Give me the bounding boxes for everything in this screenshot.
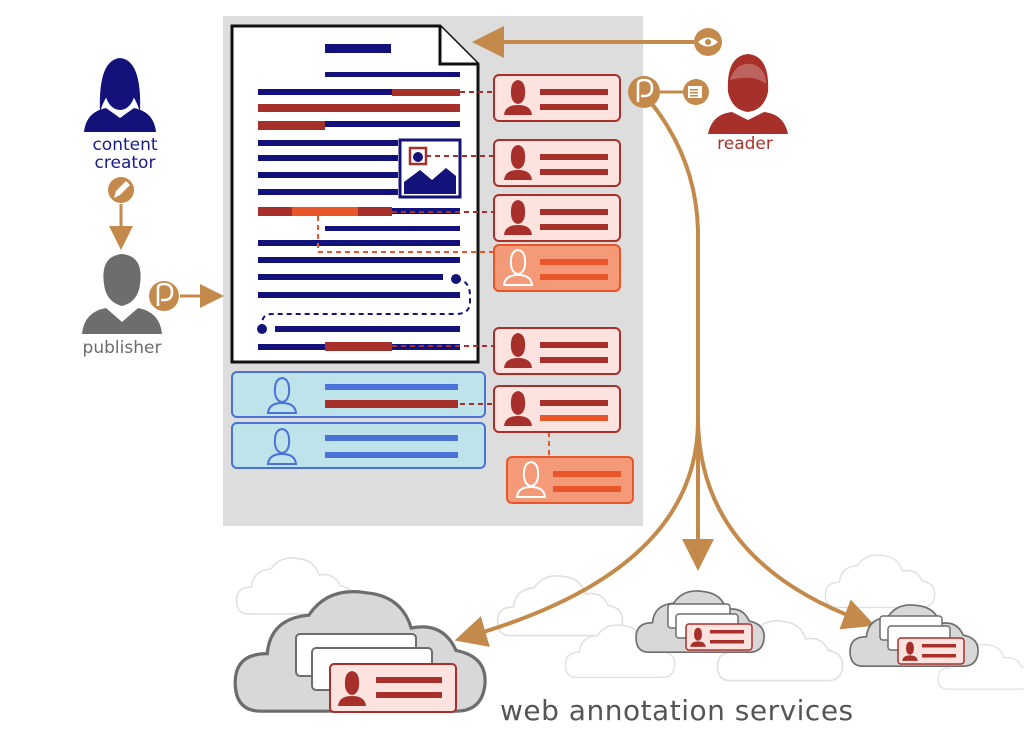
reader-label: reader — [717, 134, 773, 154]
annotation-cards — [493, 74, 634, 504]
cloud-icon-large — [233, 590, 487, 713]
service-flow-arrows — [454, 102, 875, 647]
annotation-card-5 — [493, 385, 621, 433]
annotation-card-2 — [493, 139, 621, 187]
blue-card-2 — [231, 422, 486, 469]
cloud-icon-right — [849, 604, 979, 668]
reader-annotation-logo-icon — [628, 76, 660, 108]
web-annotation-services-label: web annotation services — [500, 694, 854, 727]
annotation-card-orange-2 — [506, 456, 634, 504]
annotation-card-4 — [493, 327, 621, 375]
annotation-card-orange-1 — [493, 244, 621, 292]
content-creator-label: content creator — [92, 135, 158, 173]
cloud-icon-medium — [635, 590, 765, 654]
annotation-card-3 — [493, 194, 621, 242]
annotation-logo-icon — [149, 281, 179, 311]
annotation-card-1 — [493, 74, 621, 122]
publisher-person-icon — [82, 254, 162, 334]
reader-person-icon — [708, 54, 788, 134]
document — [230, 24, 480, 364]
annotation-connectors — [317, 91, 550, 458]
content-creator-person-icon — [84, 58, 156, 132]
pencil-icon — [108, 177, 134, 203]
publisher-label: publisher — [82, 338, 162, 358]
image-icon — [398, 138, 462, 199]
document-highlights — [258, 89, 460, 351]
blue-annotation-cards — [231, 371, 486, 469]
reading-path — [261, 278, 471, 328]
bookmark-list-icon — [683, 79, 709, 105]
eye-icon — [694, 28, 722, 56]
blue-card-1 — [231, 371, 486, 418]
